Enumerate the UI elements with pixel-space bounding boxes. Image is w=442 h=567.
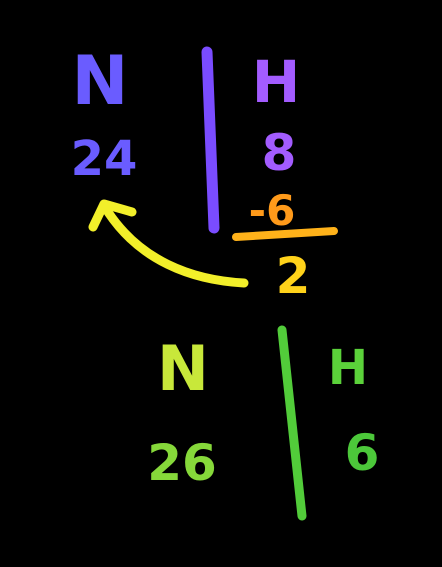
result-value: 2: [276, 247, 311, 305]
bottom-table: N 26 H 6: [147, 325, 380, 521]
curved-arrow-icon: [88, 199, 249, 288]
top-right-value: 8: [262, 124, 297, 182]
subtract-value: -6: [249, 186, 296, 235]
top-right-header: H: [252, 48, 301, 116]
bottom-right-value: 6: [345, 424, 380, 482]
top-left-value: 24: [71, 131, 138, 187]
bottom-left-value: 26: [147, 434, 217, 492]
bottom-right-header: H: [328, 340, 368, 396]
bottom-left-header: N: [157, 332, 209, 405]
subtraction-underline: [232, 227, 338, 241]
top-left-header: N: [72, 42, 129, 121]
top-table: N 24 H 8 -6 2: [71, 42, 338, 305]
bottom-divider: [277, 325, 307, 521]
top-divider: [201, 46, 220, 234]
